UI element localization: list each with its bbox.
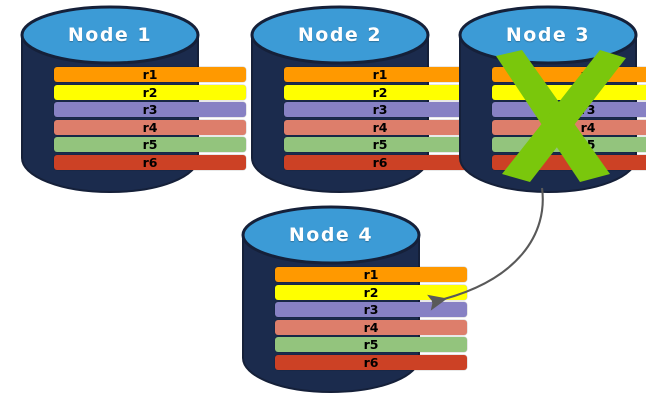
record-row: r5 bbox=[275, 337, 467, 352]
record-row: r1 bbox=[275, 267, 467, 282]
record-row: r6 bbox=[275, 354, 467, 370]
record-row: r1 bbox=[284, 67, 476, 82]
node4-title: Node 4 bbox=[288, 224, 374, 246]
record-row: r5 bbox=[284, 137, 476, 152]
record-row: r4 bbox=[284, 119, 476, 135]
node-cylinder-node4[interactable]: Node 4 r1 r2 r3 r4 r5 r6 bbox=[235, 204, 467, 396]
node-cylinder-node3[interactable]: Node 3 r1 r2 r3 r4 r5 r6 bbox=[452, 4, 646, 196]
record-row: r4 bbox=[275, 319, 467, 335]
node1-title: Node 1 bbox=[67, 24, 153, 46]
record-row: r6 bbox=[492, 154, 646, 170]
node1-row-list: r1 r2 r3 r4 r5 r6 bbox=[14, 67, 286, 172]
record-row: r5 bbox=[492, 137, 646, 152]
node2-row-list: r1 r2 r3 r4 r5 r6 bbox=[244, 67, 516, 172]
record-row: r6 bbox=[284, 154, 476, 170]
node2-title: Node 2 bbox=[297, 24, 383, 46]
record-row: r3 bbox=[54, 102, 246, 117]
record-row: r6 bbox=[54, 154, 246, 170]
node-cylinder-node1[interactable]: Node 1 r1 r2 r3 r4 r5 r6 bbox=[14, 4, 246, 196]
record-row: r2 bbox=[284, 84, 476, 100]
record-row: r3 bbox=[492, 102, 646, 117]
record-row: r5 bbox=[54, 137, 246, 152]
record-row: r2 bbox=[492, 84, 646, 100]
record-row: r2 bbox=[275, 284, 467, 300]
record-row: r1 bbox=[54, 67, 246, 82]
node4-row-list: r1 r2 r3 r4 r5 r6 bbox=[235, 267, 507, 372]
record-row: r4 bbox=[54, 119, 246, 135]
record-row: r1 bbox=[492, 67, 646, 82]
node-cylinder-node2[interactable]: Node 2 r1 r2 r3 r4 r5 r6 bbox=[244, 4, 476, 196]
record-row: r2 bbox=[54, 84, 246, 100]
node3-title: Node 3 bbox=[505, 24, 591, 46]
record-row: r3 bbox=[275, 302, 467, 317]
record-row: r3 bbox=[284, 102, 476, 117]
record-row: r4 bbox=[492, 119, 646, 135]
node3-row-list: r1 r2 r3 r4 r5 r6 bbox=[452, 67, 646, 172]
